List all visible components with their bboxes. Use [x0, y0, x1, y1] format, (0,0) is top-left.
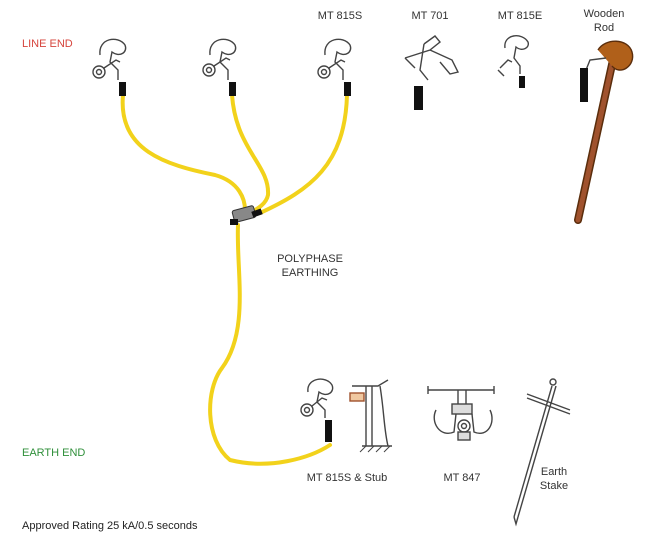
cable-right: [258, 93, 349, 215]
cable-left: [120, 93, 247, 212]
line-clamp-3: [317, 38, 352, 96]
cable-middle: [230, 93, 271, 215]
mt701-clamp: [404, 35, 460, 110]
wooden-line2: Rod: [593, 22, 615, 34]
mt701-label: MT 701: [411, 10, 449, 22]
earth-stake: [513, 378, 571, 527]
line-end-label: LINE END: [22, 38, 73, 50]
junction-clamp: [230, 205, 263, 225]
cable-earth: [208, 223, 332, 466]
earth-stake-label: Earth Stake: [540, 465, 568, 493]
polyphase-line2: EARTHING: [281, 267, 339, 279]
line-clamp-1: [92, 38, 127, 96]
mt815e-label: MT 815E: [497, 10, 543, 22]
approved-rating-label: Approved Rating 25 kA/0.5 seconds: [22, 520, 198, 532]
mt847-clamp: [427, 386, 495, 441]
earth-end-label: EARTH END: [22, 447, 86, 459]
line-clamp-2: [202, 38, 237, 96]
polyphase-earthing-label: POLYPHASE EARTHING: [277, 252, 343, 280]
mt847-label: MT 847: [443, 472, 481, 484]
polyphase-line1: POLYPHASE: [277, 253, 343, 265]
mt815s-stub-label: MT 815S & Stub: [306, 472, 388, 484]
earth-stake-line1: Earth: [540, 466, 568, 478]
wooden-line1: Wooden: [583, 8, 625, 20]
wooden-rod: [574, 40, 634, 224]
mt815e-clamp: [497, 35, 529, 88]
wooden-rod-label: Wooden Rod: [584, 7, 625, 35]
earth-clamp: [300, 378, 334, 442]
cable-group: [120, 93, 349, 466]
earth-stake-line2: Stake: [539, 480, 569, 492]
mt815s-label: MT 815S: [317, 10, 363, 22]
stub-terminal: [349, 379, 392, 453]
